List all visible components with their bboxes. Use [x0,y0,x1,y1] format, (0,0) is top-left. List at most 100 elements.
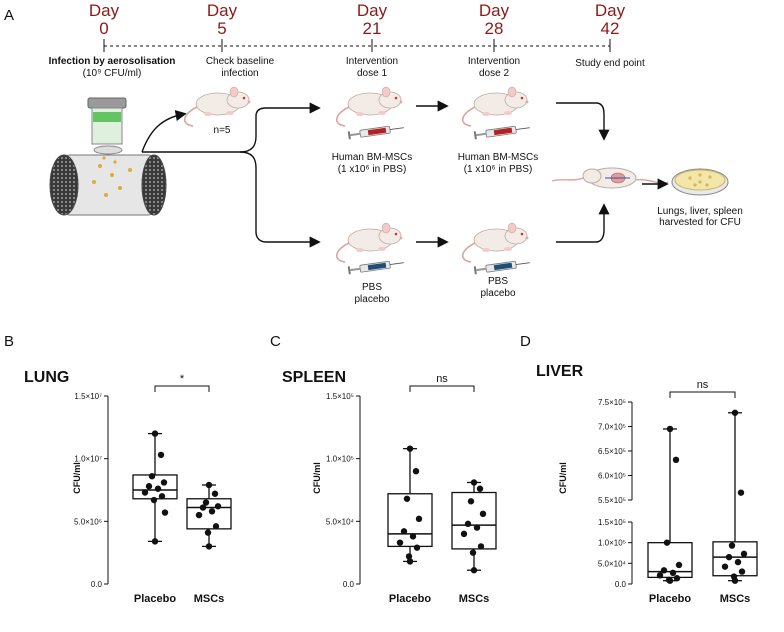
data-point [150,496,158,504]
timeline-day-28: Day 28 Intervention dose 2 [468,1,520,79]
data-point [721,563,729,570]
chart-title: LIVER [536,363,584,380]
arrow-pbs-to-end [556,203,610,243]
data-point [734,558,742,566]
chart-title: SPLEEN [282,369,346,386]
y-tick-label: 5.0×10⁴ [326,517,355,526]
data-point [412,468,420,475]
data-point [212,523,220,530]
data-point [145,483,153,490]
msc-syringe-2-icon [473,123,531,140]
aerosol-chamber-icon [49,97,167,216]
chart-title: LUNG [24,369,69,386]
y-tick-label: 1.0×10⁵ [326,455,354,464]
data-point [211,490,219,497]
msc-dose2-label: Human BM-MSCs [458,152,539,163]
significance-label: ns [436,373,448,385]
y-tick-label: 0.0 [343,580,355,589]
data-point [406,558,414,565]
significance-bracket [669,391,736,398]
y-tick-label: 5.0×10⁶ [74,517,102,526]
data-point [199,504,207,511]
day-caption: Intervention [468,56,520,67]
day-number: 5 [217,19,226,38]
data-point [400,528,408,535]
baseline-n: n=5 [214,125,231,136]
data-point [737,489,745,496]
data-point [405,553,413,560]
data-point [479,510,487,518]
day-number: 21 [363,19,382,38]
dissected-mouse-icon [551,167,669,189]
pbs-dose2-sublabel: placebo [480,288,515,299]
pbs-syringe-2-icon [473,258,531,275]
data-point [731,409,739,416]
arrow-to-baseline [141,109,187,153]
x-tick-label: Placebo [134,593,176,605]
msc-mouse-dose2-icon [461,86,530,127]
y-tick-label: 7.5×10⁵ [598,398,626,407]
timeline-day-5: Day 5 Check baseline infection [206,1,275,79]
x-tick-label: MSCs [459,593,490,605]
baseline-mouse-icon [183,86,252,127]
pbs-dose2-label: PBS [488,276,508,287]
y-tick-label: 6.5×10⁵ [598,447,626,456]
day-caption: Intervention [346,56,398,67]
data-point [406,445,414,452]
day-caption: Check baseline [206,56,275,67]
y-tick-label: 5.5×10⁵ [598,496,626,505]
data-point [160,479,168,486]
harvest-label: Lungs, liver, spleen [657,206,743,217]
y-tick-label: 6.0×10⁵ [598,472,626,481]
panel-label-b: B [4,333,14,350]
data-point [656,572,664,579]
data-point [151,430,159,437]
day-word: Day [357,1,388,20]
harvest-sublabel: harvested for CFU [659,217,741,228]
box [132,474,178,500]
data-point [663,539,671,546]
significance-bracket [409,385,475,392]
y-tick-label: 1.0×10⁵ [598,539,626,548]
data-point [666,425,674,433]
day-caption-sub: (10⁹ CFU/ml) [83,68,142,79]
data-point [409,533,417,540]
y-tick-label: 0.0 [615,580,627,589]
data-point [672,456,680,464]
day-number: 28 [485,19,504,38]
timeline-day-21: Day 21 Intervention dose 1 [346,1,398,79]
day-number: 42 [601,19,620,38]
data-point [396,539,404,546]
msc-dose2-sublabel: (1 x10⁶ in PBS) [464,164,533,175]
data-point [467,498,475,505]
day-word: Day [89,1,120,20]
y-tick-label: 1.0×10⁷ [74,455,102,464]
data-point [473,524,481,531]
data-point [415,515,423,523]
data-point [214,503,222,510]
day-caption-sub: infection [221,68,258,79]
x-tick-label: MSCs [194,593,225,605]
data-point [205,543,213,550]
data-point [204,529,212,536]
msc-dose1-label: Human BM-MSCs [332,152,413,163]
data-point [464,520,472,528]
data-point [728,542,736,549]
data-point [460,530,468,538]
data-point [161,509,169,516]
x-tick-label: MSCs [720,593,751,605]
data-point [154,485,162,492]
data-point [157,451,165,459]
arrow-to-pbs [239,151,321,248]
panel-label-d: D [520,333,531,350]
day-caption: Study end point [575,58,645,69]
chart-liver: LIVER 5.5×10⁵6.0×10⁵6.5×10⁵7.0×10⁵7.5×10… [536,363,758,605]
data-point [208,508,216,515]
arrow-msc-to-end [556,102,610,141]
petri-dish-icon [671,168,729,196]
day-number: 0 [99,19,108,38]
data-point [403,495,411,502]
msc-syringe-icon [347,123,405,140]
data-point [469,549,477,556]
